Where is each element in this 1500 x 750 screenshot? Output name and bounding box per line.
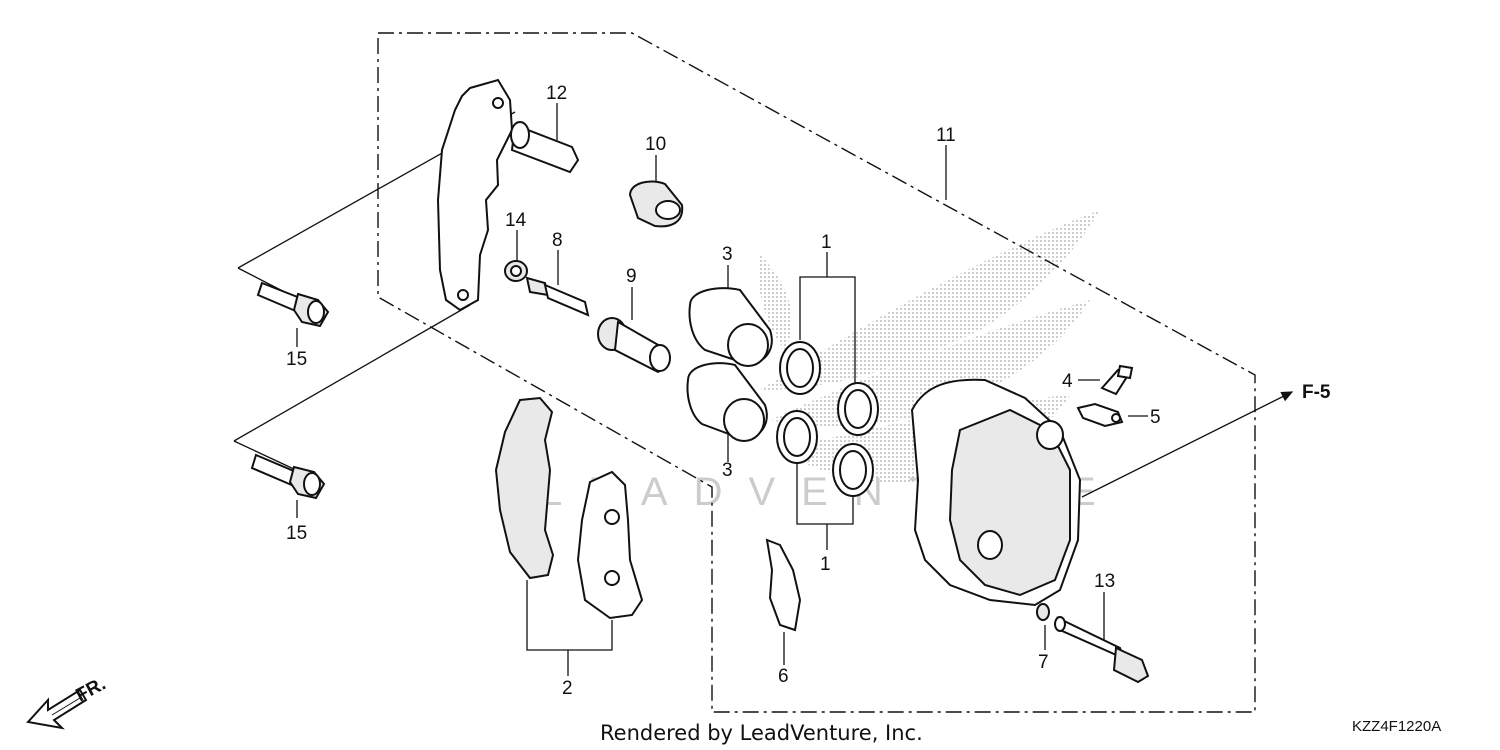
front-direction-arrow-icon [26,688,88,730]
callout-1-top: 1 [821,232,832,253]
assembly-boundary-line [377,32,1256,713]
callout-1-bottom: 1 [820,554,831,575]
callout-3-top: 3 [722,244,733,265]
bleeder-cap-part [1076,402,1124,428]
callout-13: 13 [1094,571,1115,592]
callout-14: 14 [505,210,527,231]
pin-boot-part [628,180,684,228]
caliper-body-part [910,378,1082,607]
callout-2: 2 [562,678,573,699]
callout-12: 12 [546,83,567,104]
bleeder-screw-part [1100,364,1134,396]
callout-6: 6 [778,666,789,687]
credit-text: Rendered by LeadVenture, Inc. [600,721,923,745]
pad-pin-part [525,276,590,317]
diagram-code: KZZ4F1220A [1352,718,1441,735]
pad-spring-part [765,538,802,632]
flange-bolt-part [250,281,330,500]
piston-seal-part [776,341,879,497]
piston-part [686,287,773,442]
leader-lines [233,103,1294,676]
callout-labels: 12 10 11 14 8 9 3 3 1 1 4 5 2 6 7 13 15 … [286,83,1161,699]
callout-9: 9 [626,266,637,287]
callout-5: 5 [1150,407,1161,428]
callout-3-bottom: 3 [722,460,733,481]
main-pin-part [1054,616,1150,684]
slide-pin-part [597,317,671,374]
reference-f5-label: F-5 [1302,382,1331,403]
brake-pad-part [494,396,644,620]
callout-15-bottom: 15 [286,523,307,544]
callout-8: 8 [552,230,563,251]
callout-7: 7 [1038,652,1049,673]
caliper-bracket-part [436,78,580,312]
callout-10: 10 [645,134,666,155]
callout-4: 4 [1062,371,1073,392]
callout-15-top: 15 [286,349,307,370]
bushing-part [504,260,528,282]
small-boot-part [1036,603,1050,621]
callout-11: 11 [936,125,956,146]
